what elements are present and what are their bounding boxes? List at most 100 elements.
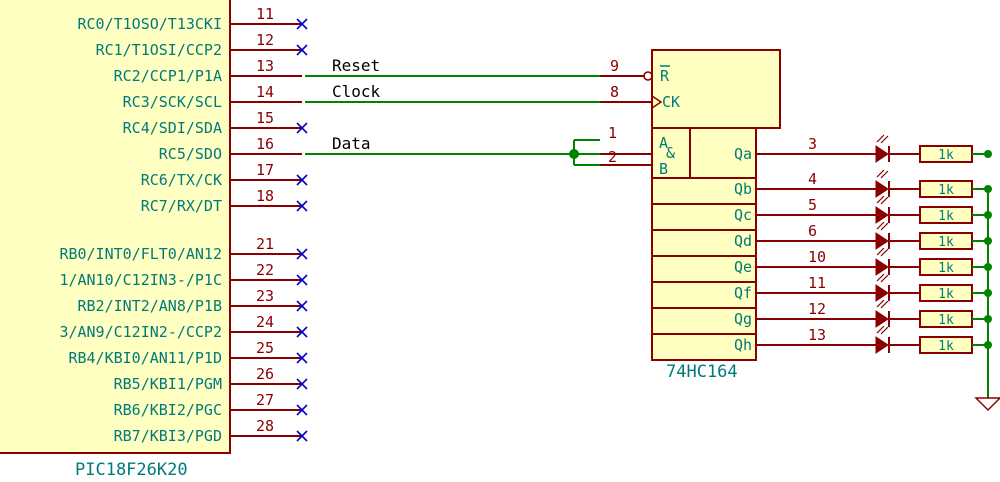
- no-connect-icon: [296, 300, 308, 312]
- wires: [305, 75, 600, 166]
- and-symbol: &: [666, 144, 675, 162]
- pic-pin-label: RC1/T1OSI/CCP2: [96, 41, 222, 59]
- pin-label-b: B: [659, 160, 668, 178]
- led-icon: [875, 325, 890, 354]
- pic-pin-label: RB7/KBI3/PGD: [114, 427, 222, 445]
- no-connect-icon: [296, 378, 308, 390]
- resistor-value: 1k: [938, 209, 954, 224]
- output-pin-number: 6: [808, 222, 817, 240]
- pic-pin-label: RC0/T1OSO/T13CKI: [78, 15, 223, 33]
- junction-dot: [569, 149, 579, 159]
- pic-pin: 3/AN9/C12IN2-/CCP2 24: [59, 313, 308, 341]
- pin-label-r: R: [660, 67, 670, 85]
- pic-pin-label: RC2/CCP1/P1A: [114, 67, 222, 85]
- inversion-bubble: [643, 71, 653, 81]
- ground-icon: [974, 397, 1000, 412]
- led-icon: [875, 134, 890, 163]
- pic-pin-number: 12: [256, 31, 274, 49]
- no-connect-icon: [296, 174, 308, 186]
- led-icon: [875, 273, 890, 302]
- pic-pin-number: 16: [256, 135, 274, 153]
- resistor: 1k: [919, 258, 973, 276]
- pin-label-ck: CK: [662, 93, 680, 111]
- pin-num-r: 9: [610, 57, 619, 75]
- shift-part-name: 74HC164: [666, 362, 738, 382]
- output-pin-number: 3: [808, 135, 817, 153]
- pic-pin-label: RB4/KBI0/AN11/P1D: [68, 349, 222, 367]
- output-pin-number: 11: [808, 274, 826, 292]
- junction-dot: [984, 150, 992, 158]
- pic-pin-label: RB0/INT0/FLT0/AN12: [59, 245, 222, 263]
- no-connect-icon: [296, 352, 308, 364]
- output-pin-number: 12: [808, 300, 826, 318]
- pic-pin-number: 25: [256, 339, 274, 357]
- pic-pin-label: RC5/SDO: [159, 145, 222, 163]
- pic-pin-number: 27: [256, 391, 274, 409]
- no-connect-icon: [296, 430, 308, 442]
- pic-pin: RB0/INT0/FLT0/AN12 21: [59, 235, 308, 263]
- pic-pin-label: RC4/SDI/SDA: [123, 119, 222, 137]
- led-icon: [875, 169, 890, 198]
- no-connect-icon: [296, 44, 308, 56]
- pic-pin-label: RC6/TX/CK: [141, 171, 222, 189]
- no-connect-icon: [296, 248, 308, 260]
- output-pin-label: Qb: [734, 180, 752, 198]
- output-pin-number: 4: [808, 170, 817, 188]
- output-pin-label: Qa: [734, 145, 752, 163]
- led-icon: [875, 195, 890, 224]
- resistor-value: 1k: [938, 235, 954, 250]
- led-icon: [875, 221, 890, 250]
- output-pin-label: Qc: [734, 206, 752, 224]
- pic-pin-number: 11: [256, 5, 274, 23]
- resistor: 1k: [919, 232, 973, 250]
- pic-pin-number: 24: [256, 313, 274, 331]
- output-channel: Qa 3 1k: [734, 134, 992, 163]
- shift-input-pins: 9 8 1 2 R CK A & B: [600, 57, 680, 178]
- pic-pin-number: 14: [256, 83, 274, 101]
- output-pin-label: Qg: [734, 310, 752, 328]
- output-pin-number: 10: [808, 248, 826, 266]
- pic-pin-label: RB5/KBI1/PGM: [114, 375, 222, 393]
- output-channel: Qg 12 1k: [734, 299, 992, 328]
- pic-pin-label: RB2/INT2/AN8/P1B: [78, 297, 223, 315]
- no-connect-icon: [296, 404, 308, 416]
- resistor-value: 1k: [938, 148, 954, 163]
- resistor: 1k: [919, 310, 973, 328]
- no-connect-icon: [296, 18, 308, 30]
- pic-pin-number: 21: [256, 235, 274, 253]
- led-icon: [875, 247, 890, 276]
- no-connect-icon: [296, 326, 308, 338]
- no-connect-icon: [296, 274, 308, 286]
- resistor-value: 1k: [938, 313, 954, 328]
- shift-register-body: [651, 49, 781, 361]
- pic-pin: RC0/T1OSO/T13CKI 11: [78, 5, 308, 33]
- led-icon: [875, 299, 890, 328]
- net-label-clock: Clock: [332, 82, 381, 101]
- ground-bus: [974, 189, 1000, 412]
- pic-pin-number: 26: [256, 365, 274, 383]
- no-connect-icon: [296, 122, 308, 134]
- resistor: 1k: [919, 336, 973, 354]
- pic-pin-label: 1/AN10/C12IN3-/P1C: [59, 271, 222, 289]
- shift-outputs: Qa31kQb41kQc51kQd61kQe101kQf111kQg121kQh…: [734, 134, 992, 354]
- pic-body: [0, 0, 231, 454]
- pin-num-ck: 8: [610, 83, 619, 101]
- net-label-reset: Reset: [332, 56, 380, 75]
- pin-num-a: 1: [608, 124, 617, 142]
- pic-pin-label: RC7/RX/DT: [141, 197, 222, 215]
- pic-pin-label: 3/AN9/C12IN2-/CCP2: [59, 323, 222, 341]
- pin-num-b: 2: [608, 148, 617, 166]
